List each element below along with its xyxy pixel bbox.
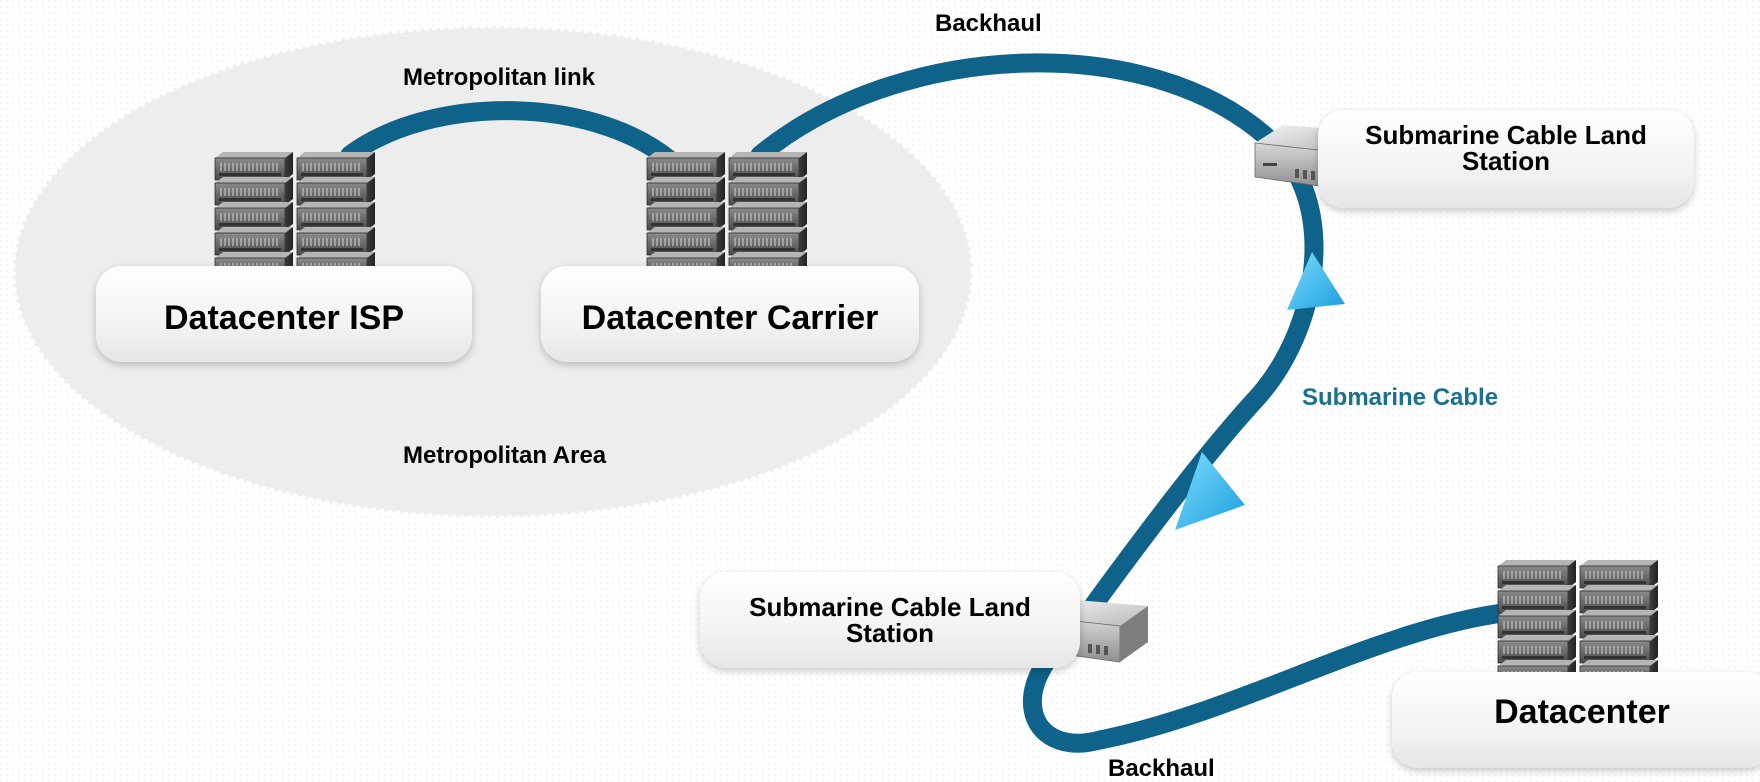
- landing-station-bottom-box: Submarine Cable Land Station: [700, 572, 1080, 668]
- triangle-arrow-icon: [1287, 252, 1345, 310]
- server-rack-icon: [1498, 560, 1658, 688]
- datacenter-box: Datacenter: [1392, 672, 1760, 768]
- landing-station-top-box: Submarine Cable Land Station: [1318, 110, 1694, 208]
- landing-station-top-label-line1: Submarine Cable Land: [1365, 120, 1647, 150]
- datacenter-isp-label: Datacenter ISP: [164, 298, 404, 337]
- submarine-cable: [1080, 130, 1324, 620]
- landing-station-bottom-label-line1: Submarine Cable Land: [749, 592, 1031, 622]
- submarine-cable-label: Submarine Cable: [1302, 384, 1499, 411]
- datacenter-isp-box: Datacenter ISP: [96, 266, 472, 362]
- metropolitan-area-label: Metropolitan Area: [403, 442, 607, 469]
- metropolitan-link-label: Metropolitan link: [403, 64, 595, 91]
- backhaul-top-label: Backhaul: [935, 10, 1042, 37]
- metropolitan-link-cable: [340, 101, 680, 170]
- datacenter-label: Datacenter: [1494, 692, 1670, 731]
- triangle-arrow-icon: [1175, 452, 1245, 530]
- datacenter-carrier-box: Datacenter Carrier: [541, 266, 919, 362]
- backhaul-top-cable: [750, 53, 1280, 165]
- backhaul-bottom-label: Backhaul: [1108, 755, 1215, 782]
- landing-station-bottom-label-line2: Station: [845, 618, 935, 648]
- backhaul-bottom-cable: [1023, 600, 1540, 753]
- metropolitan-area-region: [10, 23, 976, 521]
- landing-station-top-label-line2: Station: [1461, 146, 1551, 176]
- datacenter-carrier-label: Datacenter Carrier: [581, 298, 879, 337]
